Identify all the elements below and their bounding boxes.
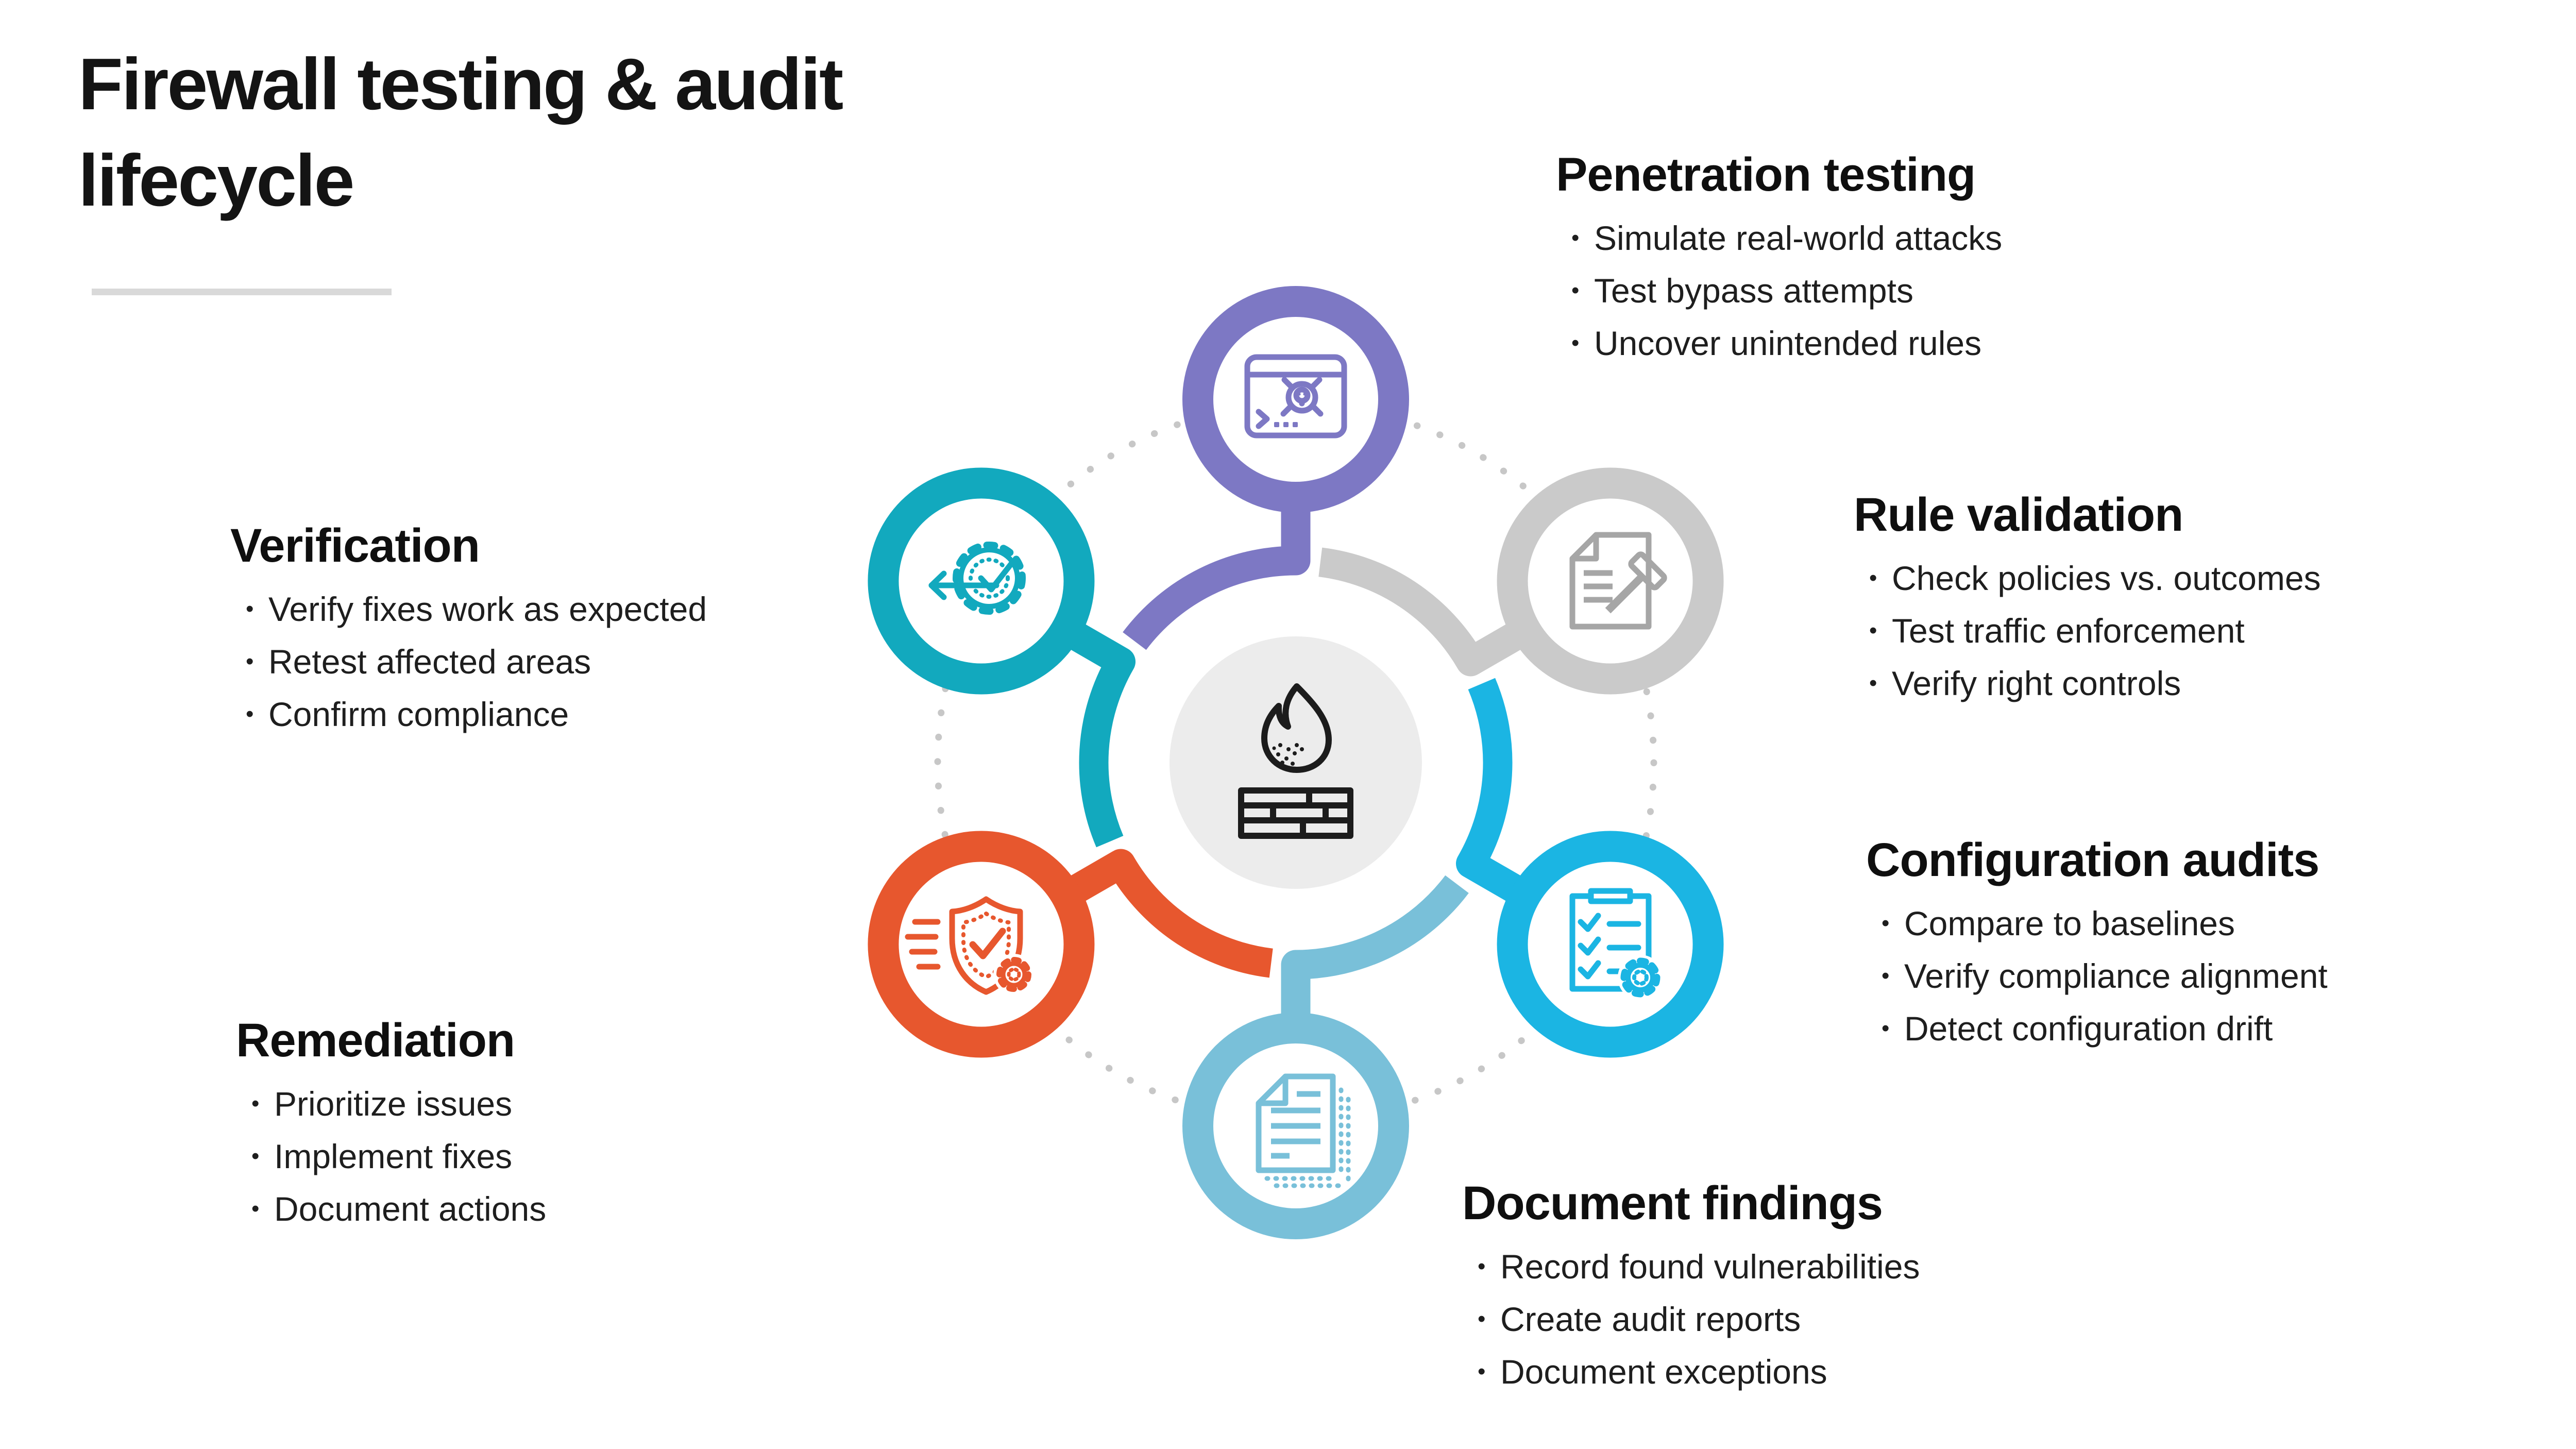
section-heading: Document findings bbox=[1462, 1177, 1883, 1229]
node-inner-rule-validation bbox=[1528, 498, 1693, 664]
bullet-text: Document actions bbox=[274, 1190, 547, 1228]
terminal-bug-icon bbox=[1244, 354, 1347, 439]
brick-wall bbox=[1238, 787, 1353, 839]
ring-arc-document-findings bbox=[1281, 875, 1469, 1020]
bullet-item: Retest affected areas bbox=[230, 635, 1029, 688]
document-copy-icon bbox=[1256, 1073, 1351, 1188]
bullet-item: Verify compliance alignment bbox=[1866, 950, 2576, 1002]
ring-arc-configuration-audits bbox=[1455, 678, 1527, 904]
bullet-text: Uncover unintended rules bbox=[1594, 324, 1982, 362]
prompt-dots bbox=[1274, 422, 1298, 427]
bullet-text: Test traffic enforcement bbox=[1892, 612, 2245, 650]
bullet-item: Implement fixes bbox=[236, 1130, 1035, 1183]
firewall-icon bbox=[1238, 683, 1353, 839]
bullet-text: Document exceptions bbox=[1500, 1353, 1827, 1391]
bullet-text: Compare to baselines bbox=[1904, 904, 2235, 942]
section-penetration-testing: Penetration testing Simulate real-world … bbox=[1556, 150, 2354, 369]
bullet-item: Confirm compliance bbox=[230, 688, 1029, 740]
dotted-guide-circle bbox=[934, 401, 1657, 1124]
bullet-item: Document actions bbox=[236, 1183, 1035, 1235]
document-gavel-icon bbox=[1569, 532, 1667, 630]
flame-dots bbox=[1272, 743, 1304, 766]
gavel bbox=[1605, 551, 1667, 614]
bullet-text: Check policies vs. outcomes bbox=[1892, 559, 2321, 597]
bullet-text: Simulate real-world attacks bbox=[1594, 219, 2003, 257]
section-heading: Penetration testing bbox=[1556, 148, 1976, 201]
checklist-gear-icon bbox=[1569, 888, 1663, 1000]
section-verification: Verification Verify fixes work as expect… bbox=[230, 521, 1029, 740]
bullet-item: Test traffic enforcement bbox=[1854, 604, 2576, 657]
section-remediation: Remediation Prioritize issues Implement … bbox=[236, 1016, 1035, 1235]
node-ring-penetration-testing bbox=[1182, 286, 1409, 513]
section-heading: Verification bbox=[230, 519, 480, 572]
bullet-item: Prioritize issues bbox=[236, 1077, 1035, 1130]
section-configuration-audits: Configuration audits Compare to baseline… bbox=[1866, 836, 2576, 1055]
bullet-item: Create audit reports bbox=[1462, 1293, 2261, 1345]
speed-lines bbox=[905, 919, 941, 970]
bullet-item: Uncover unintended rules bbox=[1556, 317, 2354, 369]
dotted-shadow bbox=[1264, 1087, 1351, 1188]
flame bbox=[1261, 683, 1332, 773]
ring-arc-rule-validation bbox=[1318, 547, 1527, 677]
node-ring-rule-validation bbox=[1497, 467, 1724, 695]
bullet-item: Verify fixes work as expected bbox=[230, 583, 1029, 635]
section-heading: Remediation bbox=[236, 1014, 515, 1067]
node-inner-remediation bbox=[899, 862, 1064, 1027]
center-circle bbox=[1170, 636, 1422, 889]
ring-arc-penetration-testing bbox=[1123, 505, 1311, 650]
section-document-findings: Document findings Record found vulnerabi… bbox=[1462, 1179, 2261, 1398]
section-heading: Configuration audits bbox=[1866, 834, 2319, 886]
bullet-item: Document exceptions bbox=[1462, 1345, 2261, 1398]
bullet-item: Verify right controls bbox=[1854, 657, 2576, 710]
bullet-text: Verify compliance alignment bbox=[1904, 957, 2328, 995]
bullet-item: Test bypass attempts bbox=[1556, 264, 2354, 317]
bullet-item: Check policies vs. outcomes bbox=[1854, 552, 2576, 604]
gear bbox=[993, 954, 1035, 995]
bullet-text: Implement fixes bbox=[274, 1137, 513, 1175]
bullet-item: Detect configuration drift bbox=[1866, 1002, 2576, 1055]
node-ring-document-findings bbox=[1182, 1013, 1409, 1239]
bullet-text: Verify right controls bbox=[1892, 664, 2181, 702]
section-rule-validation: Rule validation Check policies vs. outco… bbox=[1854, 491, 2576, 710]
bullet-text: Test bypass attempts bbox=[1594, 272, 1913, 310]
node-ring-configuration-audits bbox=[1497, 831, 1724, 1058]
page-title: Firewall testing & audit lifecycle bbox=[78, 43, 843, 222]
gear bbox=[1618, 955, 1663, 1000]
title-underline bbox=[92, 289, 392, 295]
section-heading: Rule validation bbox=[1854, 488, 2183, 541]
bullet-item: Record found vulnerabilities bbox=[1462, 1240, 2261, 1293]
bullet-text: Prioritize issues bbox=[274, 1085, 513, 1123]
ring-arc-verification bbox=[1065, 621, 1136, 848]
bullet-text: Detect configuration drift bbox=[1904, 1009, 2273, 1048]
bullet-item: Simulate real-world attacks bbox=[1556, 212, 2354, 264]
node-inner-configuration-audits bbox=[1528, 862, 1693, 1027]
bullet-text: Retest affected areas bbox=[268, 643, 591, 681]
prompt-chevron bbox=[1256, 409, 1270, 429]
bullet-item: Compare to baselines bbox=[1866, 897, 2576, 950]
shield-check-gear-icon bbox=[905, 896, 1035, 995]
bullet-text: Record found vulnerabilities bbox=[1500, 1248, 1920, 1286]
node-inner-penetration-testing bbox=[1213, 317, 1378, 482]
node-inner-document-findings bbox=[1213, 1043, 1378, 1208]
bullet-text: Confirm compliance bbox=[268, 695, 569, 733]
ring-arc-remediation bbox=[1065, 849, 1273, 978]
bullet-text: Verify fixes work as expected bbox=[268, 590, 707, 628]
bullet-text: Create audit reports bbox=[1500, 1300, 1801, 1338]
